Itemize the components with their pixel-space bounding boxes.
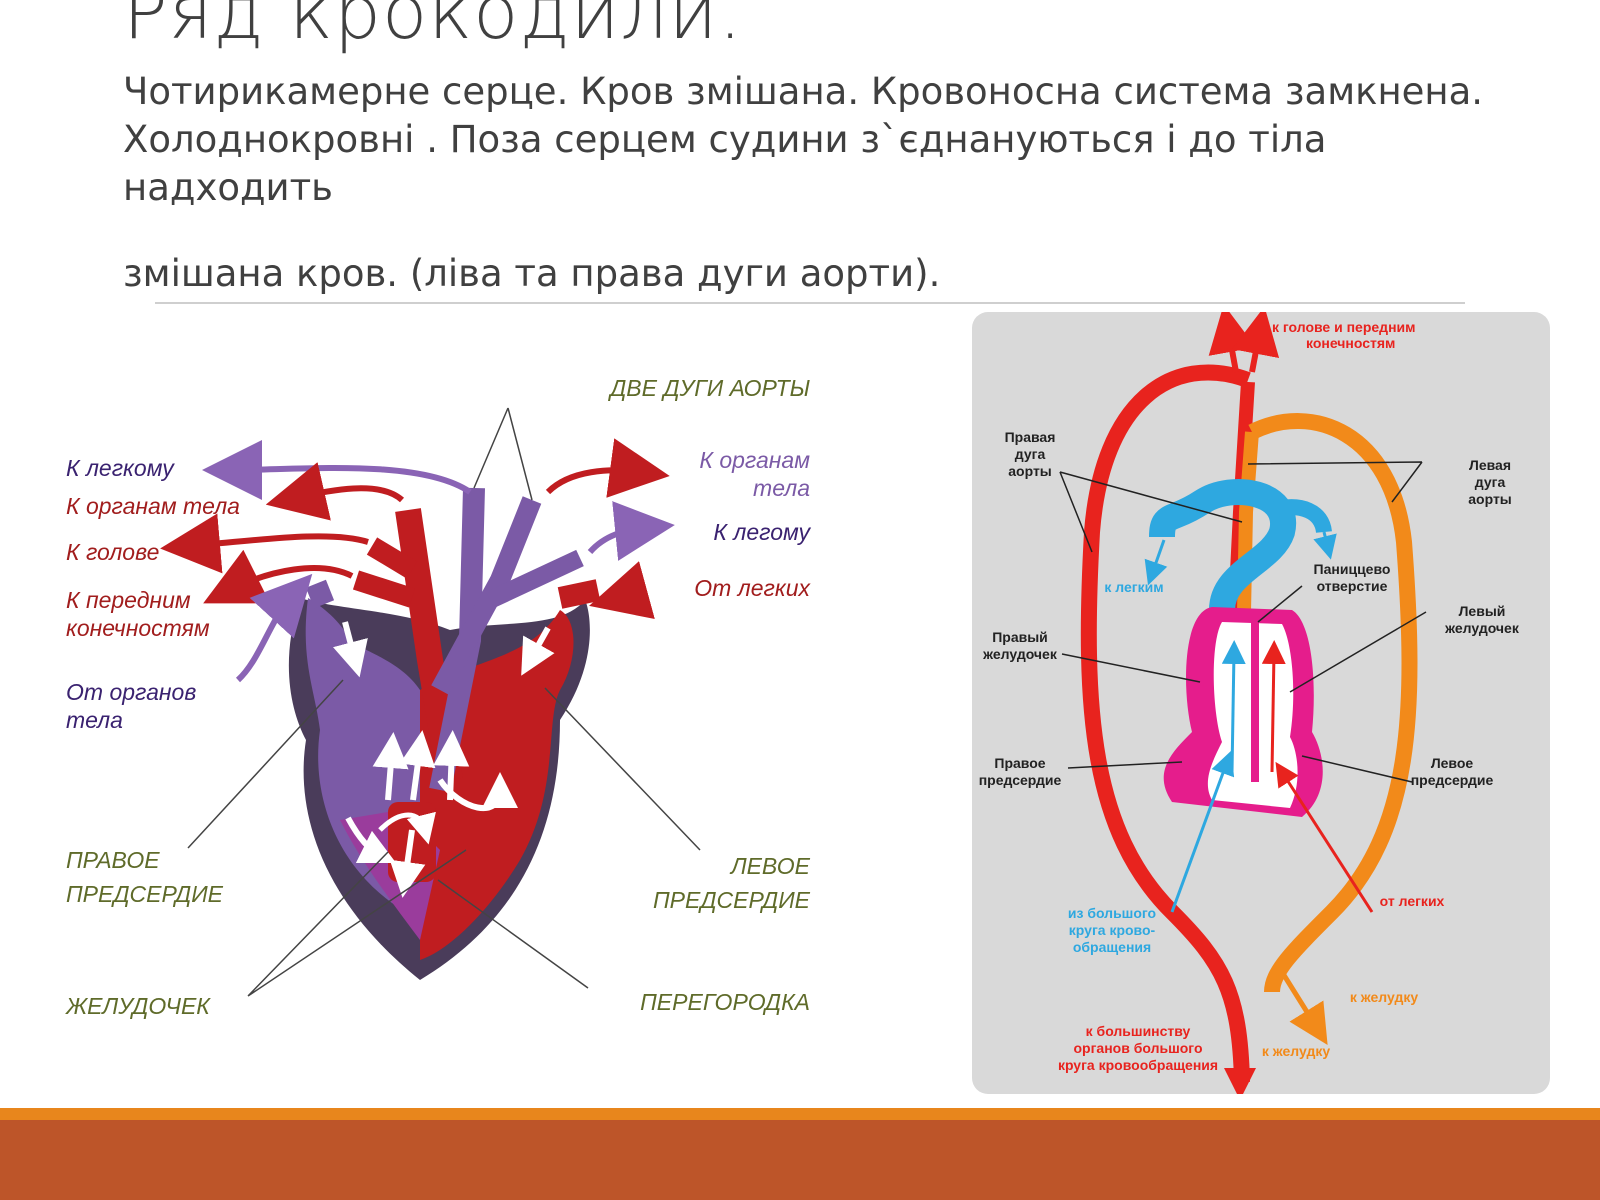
- label-right-aorta-3: аорты: [1008, 463, 1052, 479]
- label-right-atrium-2: ПРЕДСЕРДИЕ: [66, 881, 224, 907]
- label-to-head-forelimbs-2: конечностям: [1306, 335, 1395, 351]
- label-right-atrium-1: Правое: [994, 755, 1045, 771]
- left-ventricle-flow: [1261, 640, 1286, 773]
- right-aortic-arch: [1080, 364, 1251, 1083]
- body-line-3: змішана кров. (ліва та права дуги аорти)…: [123, 252, 941, 295]
- flow-arrow: [399, 730, 436, 801]
- section-divider: [155, 302, 1465, 304]
- label-from-body-1: От органов: [66, 679, 196, 705]
- label-to-organs-right-1: К органам: [699, 447, 810, 473]
- right-ventricle-flow: [1221, 640, 1246, 773]
- to-lungs-arrow-left: [1144, 539, 1168, 586]
- label-left-atrium-2: ПРЕДСЕРДИЕ: [653, 887, 811, 913]
- left-aortic-arch: [1248, 413, 1418, 993]
- label-right-atrium-2: предсердие: [979, 772, 1062, 788]
- pulmonary-right-branch: [1269, 499, 1332, 534]
- to-lung-left-arrow: [202, 439, 472, 500]
- label-from-systemic-3: обращения: [1073, 939, 1151, 955]
- label-right-aorta-2: дуга: [1015, 446, 1046, 462]
- label-left-atrium-1: Левое: [1431, 755, 1474, 771]
- label-right-ventricle-2: желудочек: [982, 646, 1058, 662]
- lung-artery-right: [486, 549, 584, 609]
- flow-arrow: [345, 816, 397, 864]
- label-left-atrium-1: ЛЕВОЕ: [729, 853, 811, 879]
- label-panizza-1: Паниццево: [1314, 561, 1391, 577]
- pointer-lines: [1059, 461, 1427, 783]
- label-from-lungs: От легких: [694, 575, 811, 601]
- label-to-most-1: к большинству: [1086, 1023, 1191, 1039]
- from-body-arrow: [235, 573, 313, 683]
- label-left-atrium-2: предсердие: [1411, 772, 1494, 788]
- from-lungs-arrow: [589, 561, 655, 620]
- to-lung-right-arrow: [587, 501, 675, 561]
- body-line-2: Холоднокровні . Поза серцем судини з`єдн…: [123, 118, 1327, 209]
- pulmonary-vein: [557, 579, 601, 609]
- to-lungs-arrow-right: [1313, 531, 1337, 560]
- flow-arrow: [521, 626, 555, 676]
- label-to-stomach-1: к желудку: [1350, 989, 1418, 1005]
- label-to-lung-right: К легому: [713, 519, 811, 545]
- label-left-aorta-3: аорты: [1468, 491, 1512, 507]
- vena-cava: [305, 579, 335, 609]
- label-to-body-organs-left: К органам тела: [66, 493, 240, 519]
- label-from-body-2: тела: [66, 707, 123, 733]
- from-lungs-arrow: [1275, 761, 1374, 913]
- label-septum: ПЕРЕГОРОДКА: [640, 989, 810, 1015]
- to-organs-right-arrow: [545, 438, 670, 498]
- label-from-systemic-1: из большого: [1068, 905, 1156, 921]
- label-from-systemic-2: круга крово-: [1069, 922, 1156, 938]
- head-artery: [366, 537, 418, 579]
- label-to-organs-right-2: тела: [753, 475, 810, 501]
- to-head-arrow: [160, 513, 369, 574]
- label-to-stomach-2: к желудку: [1262, 1043, 1330, 1059]
- to-head-arrow: [1231, 312, 1280, 373]
- flow-arrow: [333, 621, 368, 678]
- label-left-aorta-2: дуга: [1475, 474, 1506, 490]
- label-right-ventricle-1: Правый: [992, 629, 1048, 645]
- flow-arrow: [437, 772, 518, 811]
- crocodile-circulation-diagram: к голове и передним конечностям Правая д…: [972, 312, 1550, 1094]
- footer-band: [0, 1120, 1600, 1200]
- label-two-aortic-arches: ДВЕ ДУГИ АОРТЫ: [607, 375, 811, 401]
- label-to-most-3: круга кровообращения: [1058, 1057, 1218, 1073]
- label-left-aorta-1: Левая: [1469, 457, 1511, 473]
- pulmonary-artery: [431, 496, 542, 695]
- slide-body-text: Чотирикамерне серце. Кров змішана. Крово…: [123, 68, 1543, 298]
- label-ventricle: ЖЕЛУДОЧЕК: [65, 993, 211, 1019]
- pointer-lines: [187, 407, 701, 997]
- body-line-1: Чотирикамерне серце. Кров змішана. Крово…: [123, 70, 1484, 113]
- label-panizza-2: отверстие: [1317, 578, 1388, 594]
- pulmonary-artery: [1149, 479, 1297, 612]
- label-from-lungs: от легких: [1380, 893, 1445, 909]
- label-to-forelimbs-1: К передним: [66, 587, 191, 613]
- label-right-atrium-1: ПРАВОЕ: [66, 847, 160, 873]
- from-systemic-arrow: [1170, 750, 1235, 913]
- label-left-ventricle-1: Левый: [1459, 603, 1506, 619]
- slide-title: Ряд крокодили.: [123, 0, 743, 56]
- flow-arrow: [389, 829, 426, 898]
- label-to-head-forelimbs-1: к голове и передним: [1272, 319, 1416, 335]
- label-to-forelimbs-2: конечностям: [66, 615, 210, 641]
- to-stomach-arrow: [1279, 970, 1328, 1045]
- label-to-head: К голове: [66, 539, 159, 565]
- forelimb-artery: [352, 570, 416, 608]
- to-forelimbs-arrow: [203, 549, 354, 604]
- label-to-lung-left: К легкому: [66, 455, 175, 481]
- flow-arrow: [378, 811, 436, 845]
- to-organs-left-arrow: [265, 462, 405, 521]
- crocodile-heart-diagram: ДВЕ ДУГИ АОРТЫ К легкому К органам тела …: [65, 375, 811, 1019]
- label-left-ventricle-2: желудочек: [1444, 620, 1520, 636]
- footer-stripe: [0, 1108, 1600, 1120]
- label-right-aorta-1: Правая: [1005, 429, 1056, 445]
- flow-arrow: [372, 732, 409, 801]
- label-to-most-2: органов большого: [1074, 1040, 1203, 1056]
- label-to-lungs: к легким: [1104, 579, 1163, 595]
